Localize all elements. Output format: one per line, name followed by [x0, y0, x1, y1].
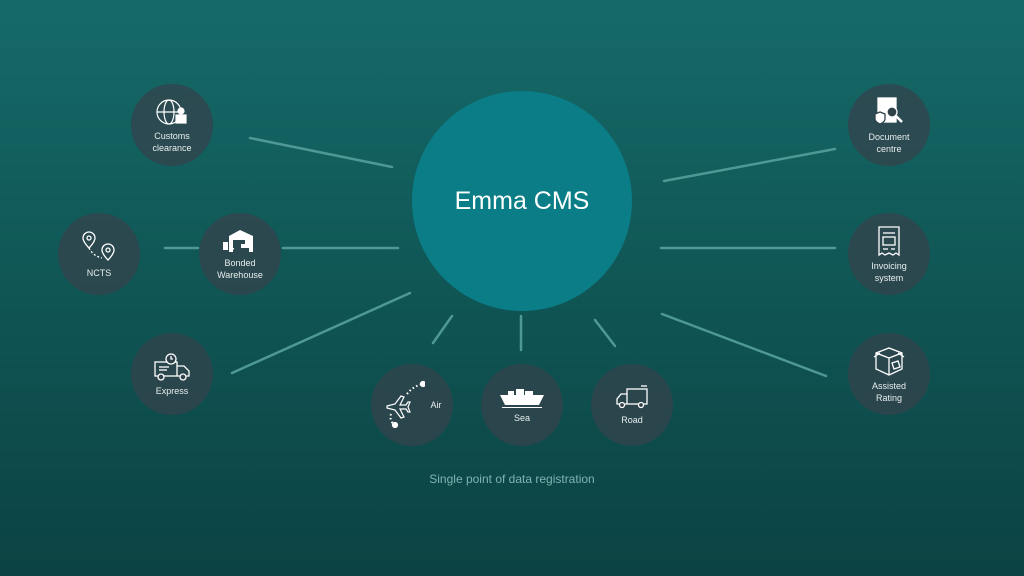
connector-assisted — [660, 312, 828, 378]
node-assisted-rating[interactable]: Assisted Rating — [848, 333, 930, 415]
node-label: Air — [430, 400, 442, 410]
cargo-ship-icon — [500, 388, 544, 408]
node-label: Invoicing system — [871, 260, 907, 283]
document-search-icon — [874, 96, 903, 125]
airplane-route-icon — [385, 380, 425, 428]
node-document-centre[interactable]: Document centre — [848, 84, 930, 166]
connector-road — [593, 318, 617, 348]
node-invoicing-system[interactable]: Invoicing system — [848, 213, 930, 295]
node-label: Road — [621, 414, 643, 425]
invoice-icon — [878, 225, 900, 256]
emma-cms-hub[interactable]: Emma CMS — [412, 91, 632, 311]
truck-icon — [616, 384, 648, 408]
node-label: Sea — [513, 412, 530, 423]
node-label: NCTS — [86, 267, 112, 278]
warehouse-icon — [223, 229, 253, 252]
route-pins-icon — [82, 230, 115, 261]
globe-stamp-icon — [156, 98, 187, 125]
hub-title: Emma CMS — [454, 186, 590, 215]
connector-express — [230, 291, 412, 375]
caption: Single point of data registration — [429, 472, 595, 486]
node-label: Document centre — [868, 131, 910, 154]
connector-air — [431, 314, 454, 345]
node-express[interactable]: Express — [131, 333, 213, 415]
node-ncts[interactable]: NCTS — [58, 213, 140, 295]
delivery-truck-clock-icon — [154, 352, 190, 381]
node-label: Assisted Rating — [871, 380, 906, 403]
node-air[interactable]: Air — [371, 364, 453, 446]
box-tag-icon — [873, 346, 905, 376]
node-bonded-warehouse[interactable]: Bonded Warehouse — [199, 213, 281, 295]
node-customs-clearance[interactable]: Customs clearance — [131, 84, 213, 166]
connector-customs — [248, 136, 394, 169]
node-label: Express — [155, 385, 189, 396]
node-label: Bonded Warehouse — [217, 257, 263, 280]
node-label: Customs clearance — [152, 130, 192, 153]
node-sea[interactable]: Sea — [481, 364, 563, 446]
node-road[interactable]: Road — [591, 364, 673, 446]
connector-document — [662, 147, 837, 183]
